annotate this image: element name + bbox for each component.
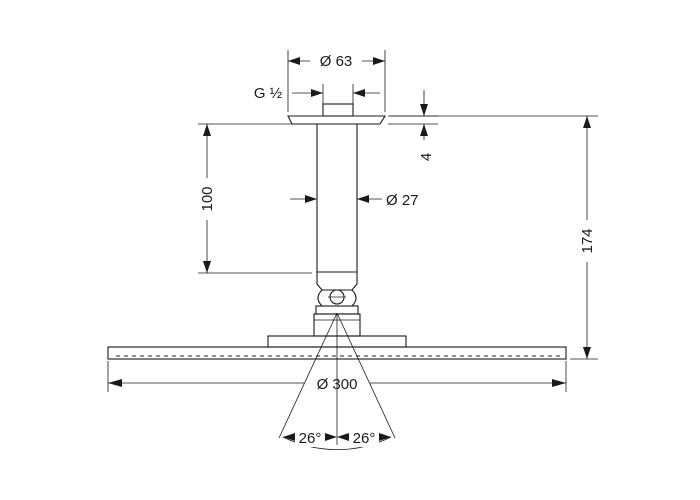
arm-diameter-label: Ø 27	[386, 192, 419, 209]
tilt-angle-lines: 26° 26°	[278, 312, 396, 450]
ceiling-flange	[287, 103, 386, 125]
dim-arm-length: 100	[197, 123, 312, 274]
total-height-label: 174	[579, 228, 596, 253]
thread-connector	[322, 103, 354, 117]
flange-diameter-label: Ø 63	[320, 53, 353, 70]
thread-label: G ½	[254, 85, 283, 102]
arm-length-label: 100	[199, 186, 216, 211]
dim-flange-thickness: 4	[388, 90, 438, 161]
shower-arm	[316, 124, 358, 273]
dim-thread: G ½	[254, 84, 380, 104]
dim-flange-diameter: Ø 63	[287, 50, 386, 112]
tilt-left-label: 26°	[299, 430, 322, 447]
flange-plate	[287, 115, 386, 125]
tilt-right-label: 26°	[353, 430, 376, 447]
dim-arm-diameter: Ø 27	[290, 192, 419, 209]
dim-total-height: 174	[390, 115, 598, 360]
flange-thickness-label: 4	[418, 153, 435, 161]
